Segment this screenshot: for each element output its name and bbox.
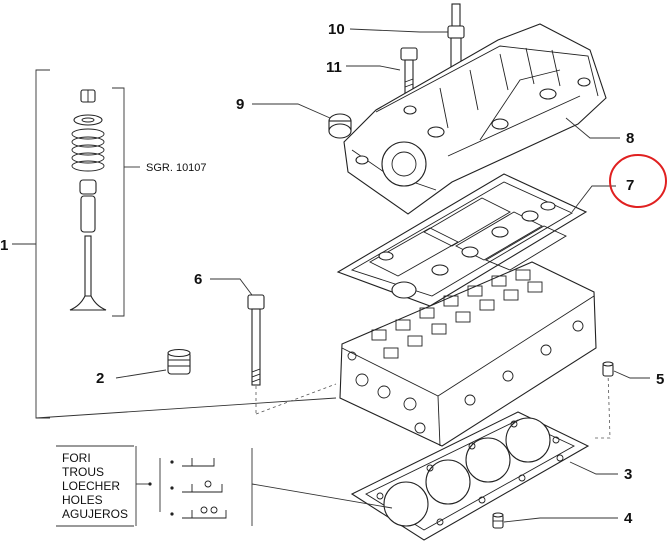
bracket-1 bbox=[12, 69, 337, 419]
legend-holes: HOLES bbox=[62, 493, 103, 507]
legend-fori: FORI bbox=[62, 451, 91, 465]
part-9-plug bbox=[328, 113, 352, 139]
part-6-bolt bbox=[247, 294, 265, 414]
callout-11: 11 bbox=[326, 59, 342, 76]
callout-6: 6 bbox=[194, 271, 202, 288]
part-7-gasket bbox=[336, 173, 588, 307]
part-4-dowel bbox=[492, 512, 504, 529]
legend-agujeros: AGUJEROS bbox=[62, 507, 128, 521]
legend-trous: TROUS bbox=[62, 465, 104, 479]
part-8-cam-cover bbox=[343, 23, 607, 215]
group-reference: SGR. 10107 bbox=[146, 162, 207, 174]
cylinder-head bbox=[339, 261, 597, 447]
callout-3: 3 bbox=[624, 466, 632, 483]
holes-legend: FORI TROUS LOECHER HOLES AGUJEROS bbox=[56, 445, 393, 527]
callout-7: 7 bbox=[626, 177, 634, 194]
callout-1: 1 bbox=[0, 237, 8, 254]
legend-loecher: LOECHER bbox=[62, 479, 120, 493]
callout-5: 5 bbox=[656, 371, 664, 388]
highlight-circle bbox=[609, 154, 667, 208]
part-5-stud bbox=[602, 361, 614, 377]
callout-8: 8 bbox=[626, 130, 634, 147]
callout-4: 4 bbox=[624, 510, 633, 527]
callout-2: 2 bbox=[96, 370, 104, 387]
valve-assembly bbox=[69, 89, 107, 311]
part-3-head-gasket bbox=[350, 411, 590, 541]
part-2-cap bbox=[167, 348, 191, 375]
callout-9: 9 bbox=[236, 96, 244, 113]
callout-10: 10 bbox=[328, 21, 345, 38]
